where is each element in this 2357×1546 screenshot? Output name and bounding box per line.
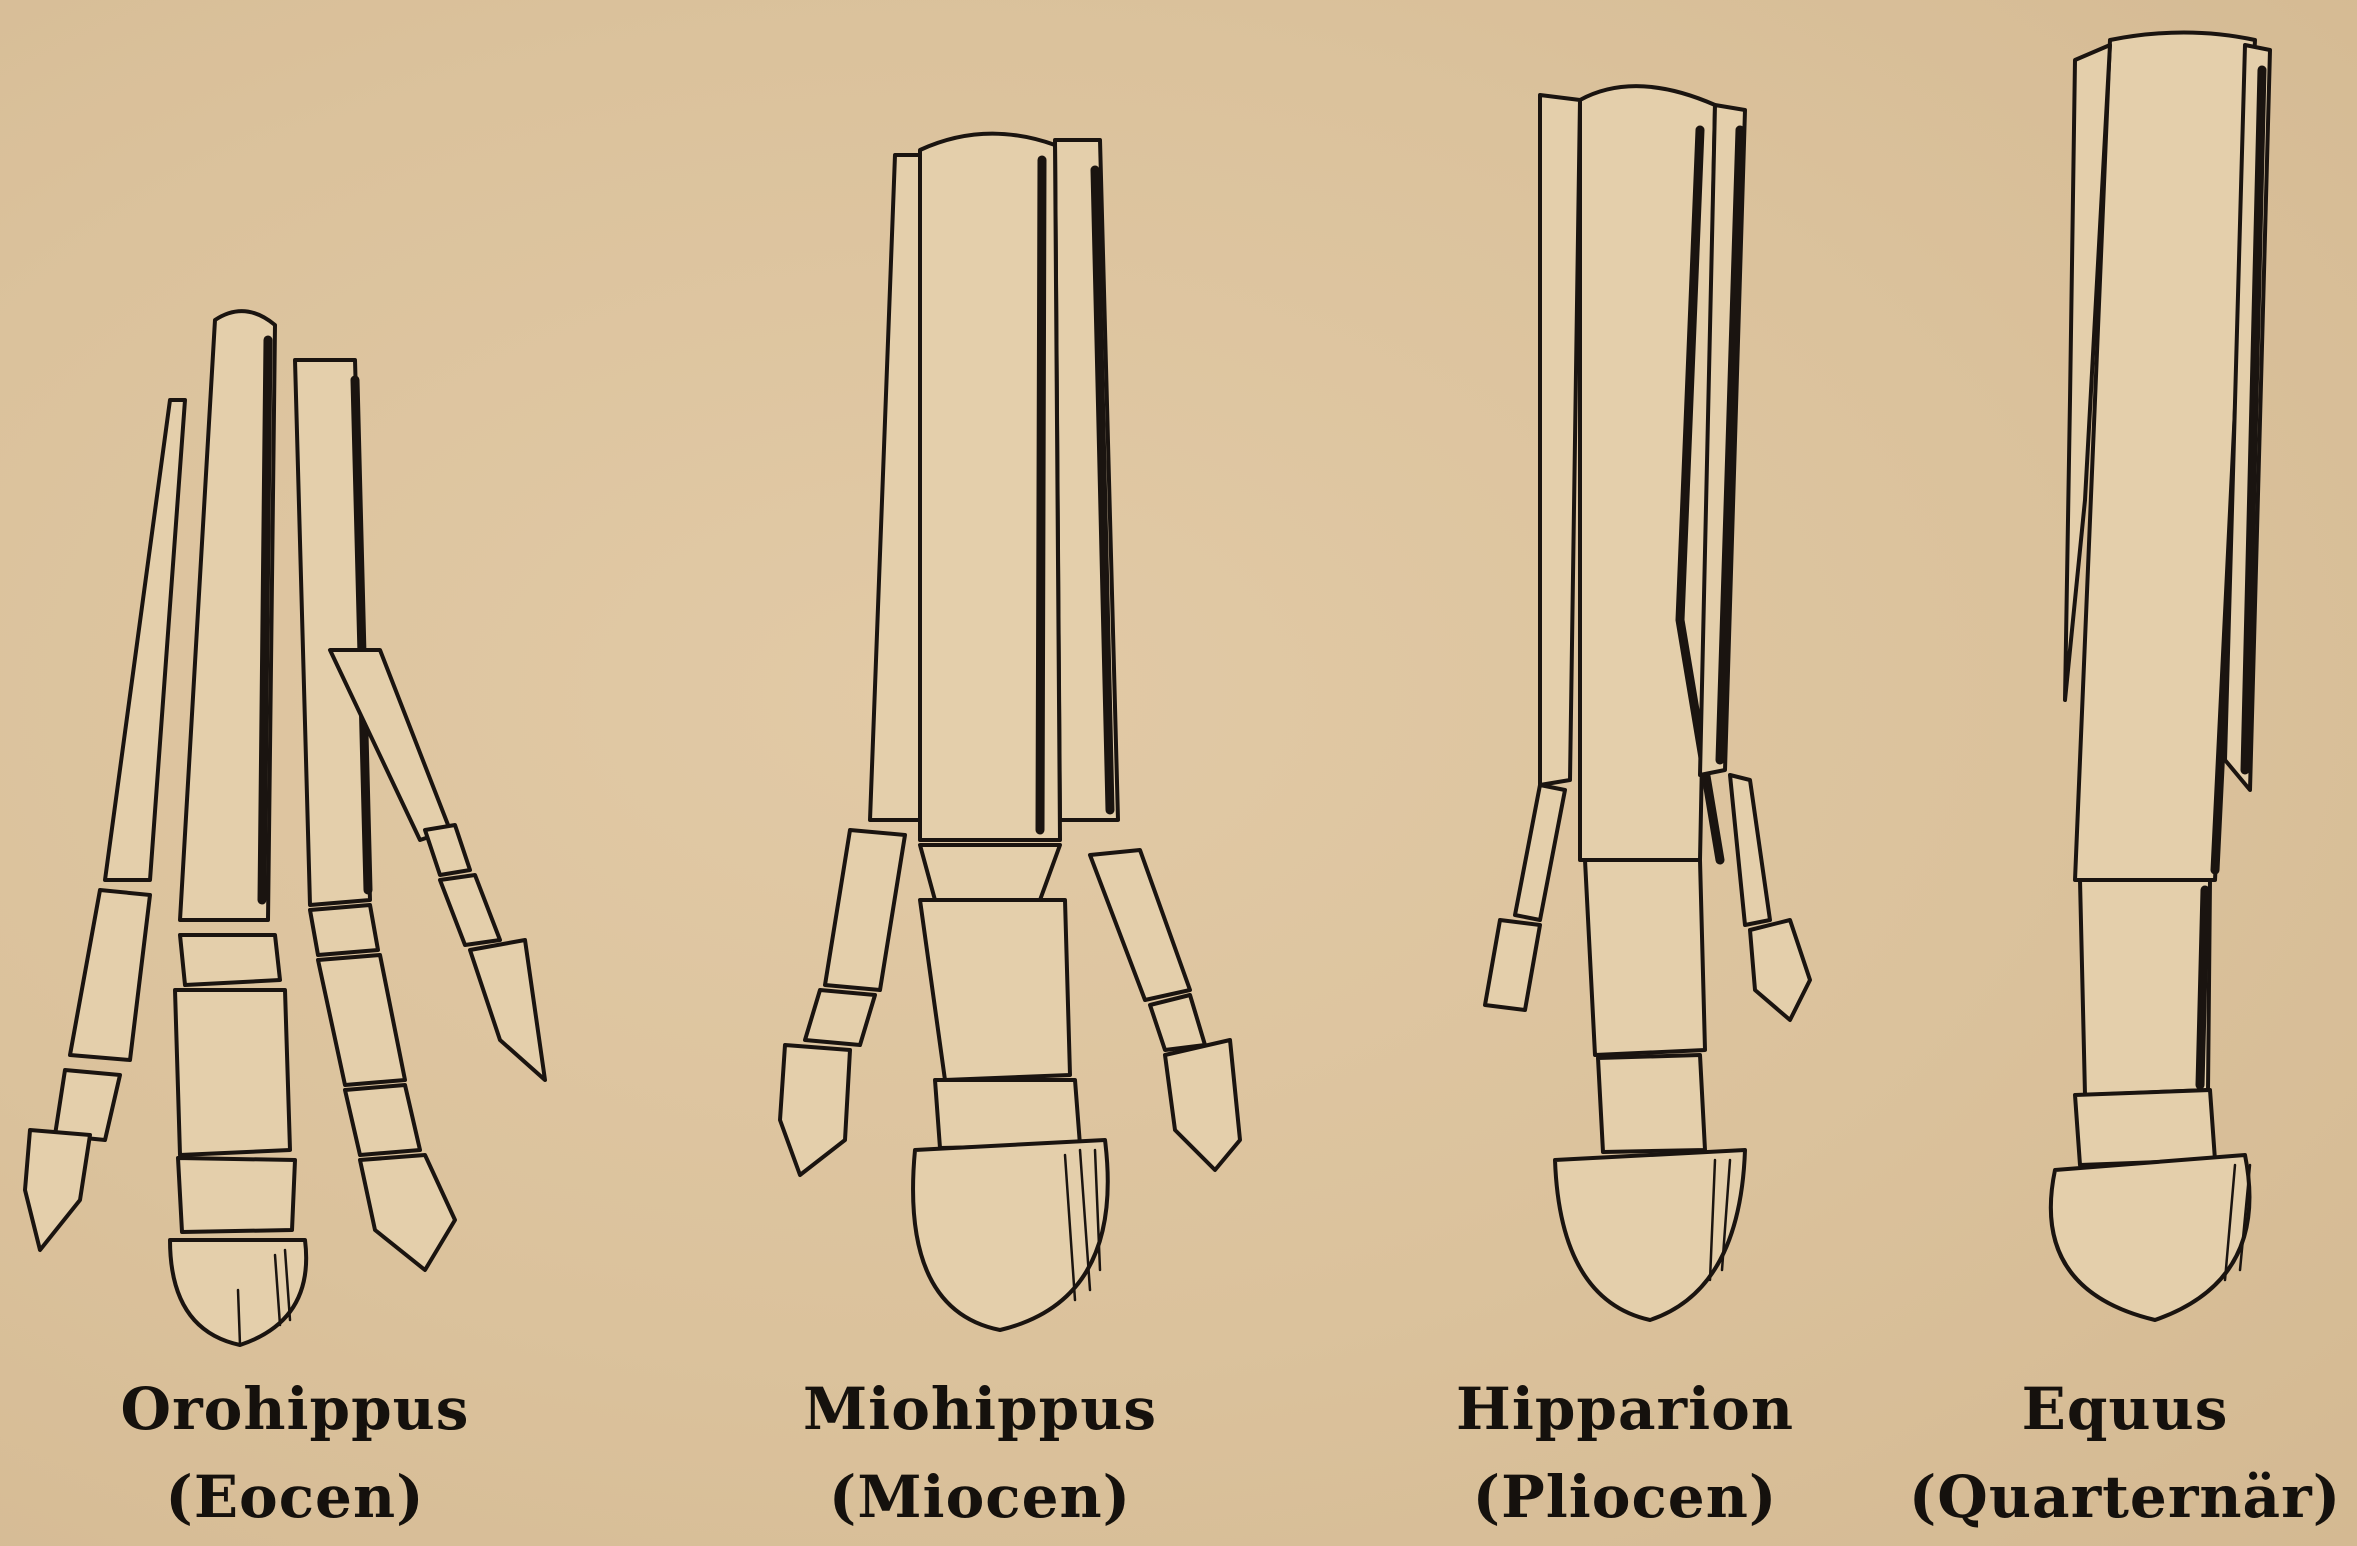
orohippus-phalanx-4b bbox=[318, 955, 405, 1085]
orohippus-epoch: (Eocen) bbox=[80, 1453, 510, 1541]
equus-phalanx-2 bbox=[2075, 1090, 2215, 1165]
hipparion-dewclaw-4b bbox=[1750, 920, 1810, 1020]
miohippus-hoof-4 bbox=[1165, 1040, 1240, 1170]
equus-foot bbox=[2051, 33, 2270, 1321]
hipparion-splint-2 bbox=[1540, 95, 1580, 785]
equus-epoch: (Quarternär) bbox=[1900, 1453, 2350, 1541]
equus-hoof bbox=[2051, 1155, 2250, 1320]
orohippus-name: Orohippus bbox=[80, 1365, 510, 1453]
orohippus-hoof-5 bbox=[470, 940, 545, 1080]
hipparion-epoch: (Pliocen) bbox=[1430, 1453, 1820, 1541]
miohippus-phalanx-3a bbox=[920, 845, 1060, 900]
miohippus-phalanx-4a bbox=[1090, 850, 1190, 1000]
hipparion-foot bbox=[1485, 86, 1810, 1320]
orohippus-hoof-2 bbox=[25, 1130, 90, 1250]
orohippus-phalanx-5a bbox=[425, 825, 470, 875]
orohippus-foot bbox=[25, 311, 545, 1345]
hipparion-dewclaw-2b bbox=[1485, 920, 1540, 1010]
hipparion-caption: Hipparion (Pliocen) bbox=[1430, 1365, 1820, 1541]
miohippus-phalanx-3c bbox=[935, 1080, 1080, 1148]
miohippus-epoch: (Miocen) bbox=[770, 1453, 1190, 1541]
hipparion-dewclaw-2a bbox=[1515, 785, 1565, 920]
equus-caption: Equus (Quarternär) bbox=[1900, 1365, 2350, 1541]
orohippus-phalanx-2a bbox=[70, 890, 150, 1060]
equus-name: Equus bbox=[1900, 1365, 2350, 1453]
orohippus-phalanx-5b bbox=[440, 875, 500, 945]
miohippus-phalanx-2b bbox=[805, 990, 875, 1045]
orohippus-phalanx-3b bbox=[175, 990, 290, 1155]
hipparion-dewclaw-4a bbox=[1730, 775, 1770, 925]
orohippus-phalanx-4a bbox=[310, 905, 378, 955]
miohippus-phalanx-4b bbox=[1150, 995, 1205, 1050]
miohippus-hoof-3 bbox=[913, 1140, 1108, 1330]
orohippus-phalanx-2b bbox=[55, 1070, 120, 1140]
miohippus-phalanx-3b bbox=[920, 900, 1070, 1080]
orohippus-phalanx-3c bbox=[178, 1158, 295, 1232]
orohippus-caption: Orohippus (Eocen) bbox=[80, 1365, 510, 1541]
orohippus-metacarpal-2 bbox=[105, 400, 185, 880]
orohippus-phalanx-4c bbox=[345, 1085, 420, 1155]
miohippus-name: Miohippus bbox=[770, 1365, 1190, 1453]
hipparion-name: Hipparion bbox=[1430, 1365, 1820, 1453]
miohippus-foot bbox=[780, 134, 1240, 1330]
hipparion-phalanx-3b bbox=[1598, 1055, 1705, 1152]
miohippus-caption: Miohippus (Miocen) bbox=[770, 1365, 1190, 1541]
miohippus-phalanx-2a bbox=[825, 830, 905, 990]
miohippus-hoof-2 bbox=[780, 1045, 850, 1175]
hipparion-hoof-3 bbox=[1555, 1150, 1745, 1320]
hipparion-phalanx-3a bbox=[1585, 860, 1705, 1055]
orohippus-phalanx-3a bbox=[180, 935, 280, 985]
orohippus-hoof-4 bbox=[360, 1155, 455, 1270]
equus-phalanx-1 bbox=[2080, 880, 2210, 1095]
